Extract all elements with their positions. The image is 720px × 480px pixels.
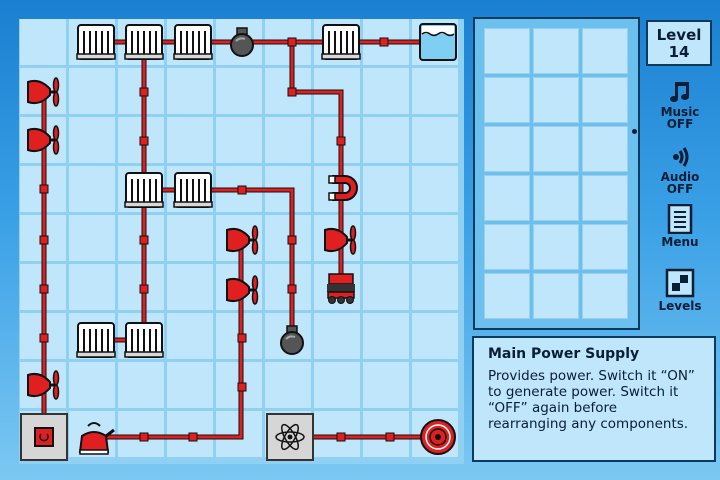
tray-scroll-handle[interactable] (632, 129, 637, 134)
water-tank-component[interactable] (419, 23, 457, 61)
audio-state: OFF (666, 182, 694, 196)
tray-slot[interactable] (484, 126, 530, 172)
levels-label: Levels (658, 299, 702, 313)
menu-label: Menu (661, 235, 699, 249)
levels-button[interactable]: Levels (644, 268, 716, 312)
radiator-component[interactable] (173, 24, 213, 60)
radiator-component[interactable] (76, 322, 116, 358)
level-label: Level (656, 26, 702, 44)
component-info-panel: Main Power Supply Provides power. Switch… (472, 336, 716, 462)
audio-label: Audio (660, 170, 700, 184)
wire-connectors (39, 37, 395, 442)
kettle-component[interactable] (78, 422, 115, 455)
atom-reactor-component[interactable] (266, 413, 314, 461)
component-tray (473, 17, 640, 330)
tray-slot[interactable] (484, 28, 530, 74)
info-description: Provides power. Switch it “ON” to genera… (488, 368, 695, 432)
music-state: OFF (666, 117, 694, 131)
tray-slot[interactable] (533, 224, 579, 270)
tray-slot[interactable] (533, 77, 579, 123)
tray-slot[interactable] (582, 77, 628, 123)
radiator-component[interactable] (124, 172, 164, 208)
levels-grid-icon (665, 268, 695, 298)
radiator-component[interactable] (321, 24, 361, 60)
radiator-component[interactable] (124, 24, 164, 60)
sound-wave-icon (673, 147, 689, 167)
music-toggle-button[interactable]: Music OFF (644, 80, 716, 130)
tray-slot[interactable] (582, 126, 628, 172)
tray-slot[interactable] (582, 175, 628, 221)
radiator-component[interactable] (76, 24, 116, 60)
audio-toggle-button[interactable]: Audio OFF (644, 145, 716, 195)
tray-slot[interactable] (533, 28, 579, 74)
tray-slot[interactable] (533, 175, 579, 221)
tray-slot[interactable] (582, 28, 628, 74)
tray-slot[interactable] (484, 77, 530, 123)
main-power-supply[interactable] (20, 413, 68, 461)
tray-slot[interactable] (484, 175, 530, 221)
tray-slot[interactable] (484, 273, 530, 319)
turbine-component[interactable] (420, 419, 456, 455)
game-board (19, 19, 464, 464)
radiator-component[interactable] (124, 322, 164, 358)
menu-button[interactable]: Menu (644, 203, 716, 249)
tray-slot[interactable] (533, 273, 579, 319)
tray-slot[interactable] (533, 126, 579, 172)
music-label: Music (660, 105, 700, 119)
music-note-icon (670, 82, 689, 102)
info-title: Main Power Supply (488, 346, 640, 362)
robot-component[interactable] (327, 273, 355, 304)
tray-slot[interactable] (582, 273, 628, 319)
tray-slot[interactable] (582, 224, 628, 270)
level-number: 14 (668, 43, 690, 61)
menu-list-icon (667, 203, 693, 235)
radiator-component[interactable] (173, 172, 213, 208)
tray-slot[interactable] (484, 224, 530, 270)
level-indicator: Level 14 (646, 20, 712, 66)
magnet-component[interactable] (328, 175, 358, 201)
